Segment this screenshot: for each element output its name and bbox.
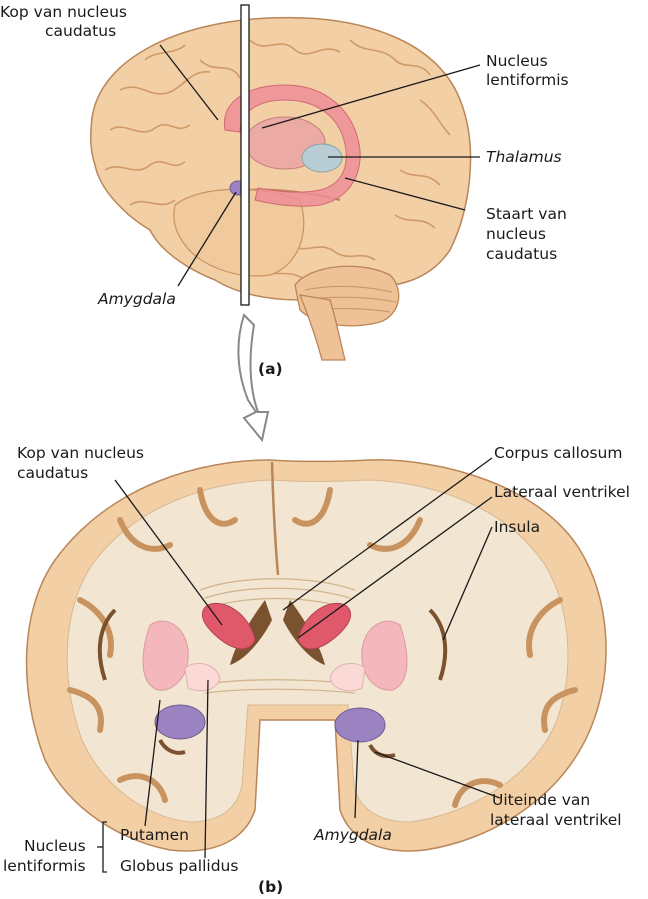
caption-a: (a): [258, 360, 283, 378]
label-b-lateral-ventricle: Lateraal ventrikel: [494, 483, 630, 501]
coronal-section-illustration: [25, 459, 607, 852]
label-a-head-caudate: Kop van nucleus caudatus: [0, 3, 132, 40]
putamen-right: [361, 620, 408, 691]
globus-pallidus-right: [329, 662, 366, 692]
caudate-nucleus-shape: [224, 84, 361, 207]
panel-a-leaders: [159, 44, 481, 287]
label-b-head-caudate: Kop van nucleus caudatus: [17, 444, 149, 482]
amygdala-right: [334, 707, 386, 743]
putamen-left: [142, 620, 189, 691]
label-b-ventricle-tip: Uiteinde van lateraal ventrikel: [490, 791, 622, 829]
label-b-lentiform-group: Nucleus lentiformis: [3, 837, 91, 875]
longitudinal-fissure: [270, 461, 280, 576]
lateral-brain-illustration: [90, 4, 472, 361]
inferior-horn-right: [368, 743, 396, 759]
label-b-amygdala: Amygdala: [313, 826, 392, 844]
panel-b-leaders: [97, 457, 501, 873]
cortical-sulci: [67, 487, 578, 808]
insula-sulcus-left: [97, 608, 117, 681]
label-a-amygdala: Amygdala: [97, 290, 176, 308]
caption-b: (b): [258, 878, 283, 896]
thalamus-shape: [301, 143, 343, 173]
transition-arrow: [237, 313, 270, 443]
caudate-head-right: [297, 603, 351, 650]
amygdala-left: [154, 704, 206, 740]
label-b-insula: Insula: [494, 518, 540, 536]
caudate-head-left: [202, 603, 256, 650]
label-a-lentiform: Nucleus lentiformis: [486, 52, 569, 89]
label-a-tail-caudate: Staart van nucleus caudatus: [486, 205, 572, 263]
label-a-thalamus: Thalamus: [486, 148, 562, 166]
label-b-corpus-callosum: Corpus callosum: [494, 444, 622, 462]
label-b-globus-pallidus: Globus pallidus: [120, 857, 238, 875]
label-b-putamen: Putamen: [120, 826, 189, 844]
brainstem: [298, 294, 346, 361]
insula-sulcus-right: [428, 608, 448, 681]
globus-pallidus-left: [184, 662, 221, 692]
cutting-plane: [240, 4, 250, 306]
inferior-horn-left: [158, 739, 186, 755]
